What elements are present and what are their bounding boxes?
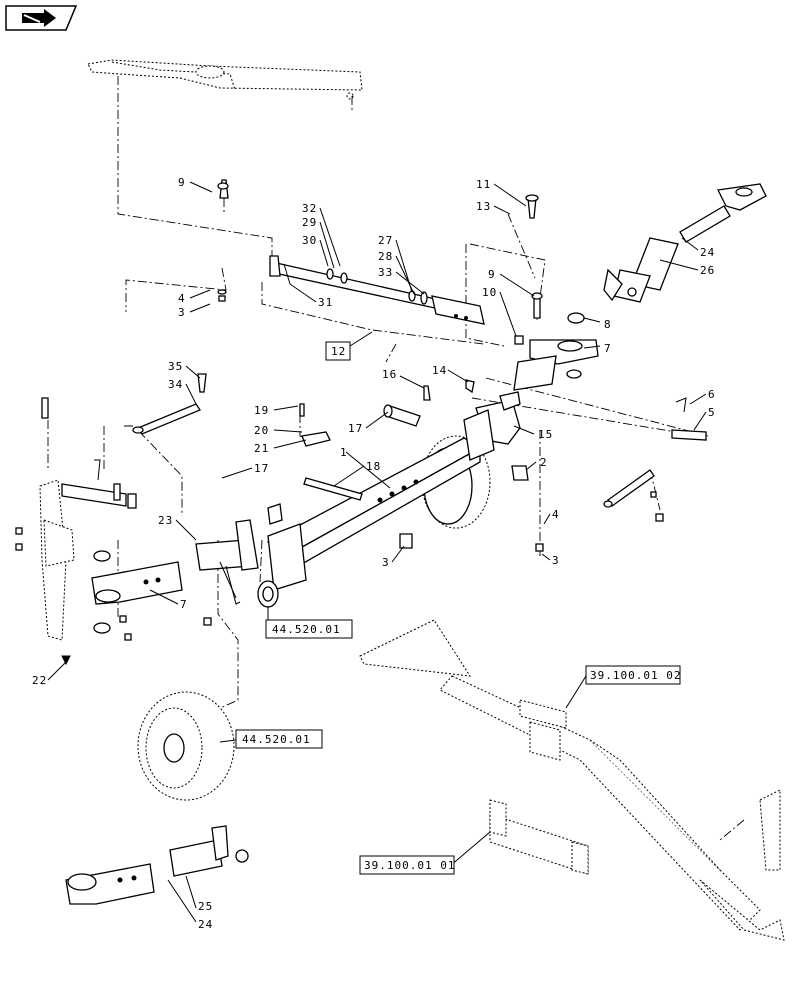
plate-21 [301, 431, 331, 447]
small-nuts-left [15, 527, 544, 666]
left-link-assembly [61, 459, 137, 509]
callout-33: 33 [378, 266, 393, 279]
callout-25: 25 [198, 900, 213, 913]
callout-4-right: 4 [552, 508, 560, 521]
bushing-3 [399, 533, 413, 549]
shaft-5 [671, 397, 707, 441]
clevis-hitch-24-26 [603, 183, 767, 303]
callout-12: 12 [331, 345, 346, 358]
clevis-hitch-7-left [91, 550, 183, 634]
pin-9-right [531, 292, 543, 319]
callout-7-left: 7 [180, 598, 188, 611]
callout-15: 15 [538, 428, 553, 441]
turnbuckle-34 [132, 403, 201, 435]
swivel-clevis-7 [513, 312, 599, 391]
clevis-hitch-24-bottom [65, 863, 155, 905]
callout-labels: 9 4 3 32 29 30 31 27 28 33 12 11 13 9 10… [32, 176, 716, 931]
callout-9-right: 9 [488, 268, 496, 281]
callout-3-right: 3 [552, 554, 560, 567]
ref-box-cylinder-top[interactable]: 39.100.01 02 [585, 665, 681, 685]
turnbuckle-right [603, 469, 664, 522]
assembly-lines [47, 76, 709, 711]
callout-3-center: 3 [382, 556, 390, 569]
jack-stand-23 [195, 503, 283, 605]
cylinder-39-100-01-01 [489, 799, 589, 875]
callout-10: 10 [482, 286, 497, 299]
bolt-18 [303, 477, 363, 501]
callout-4-left: 4 [178, 292, 186, 305]
callout-12-box: 12 [325, 341, 351, 361]
axle-pin-17 [383, 404, 421, 427]
callout-23: 23 [158, 514, 173, 527]
ref-cylinder-bottom-label: 39.100.01 01 [364, 859, 455, 872]
callout-32: 32 [302, 202, 317, 215]
pin-9-top [217, 179, 229, 199]
callout-29: 29 [302, 216, 317, 229]
ref-box-wheel[interactable]: 44.520.01 [235, 729, 323, 749]
callout-5: 5 [708, 406, 716, 419]
callout-9-top: 9 [178, 176, 186, 189]
callout-leaders [47, 181, 707, 923]
callout-24-bottom: 24 [198, 918, 213, 931]
pin-11 [525, 194, 539, 219]
callout-17-left: 17 [254, 462, 269, 475]
callout-17-center: 17 [348, 422, 363, 435]
wheel-hub [257, 580, 279, 608]
callout-18: 18 [366, 460, 381, 473]
left-arm-22 [39, 479, 75, 641]
bolt-19 [299, 403, 305, 417]
arrow-icon [22, 9, 56, 27]
ref-box-cylinder-bottom[interactable]: 39.100.01 01 [359, 855, 455, 875]
pin-16 [423, 385, 431, 401]
phantom-hitch-frame [87, 59, 363, 100]
bolt-35 [197, 373, 207, 393]
telescopic-shaft [269, 255, 485, 325]
callout-26: 26 [700, 264, 715, 277]
wheel-tire [137, 691, 235, 801]
callout-22: 22 [32, 674, 47, 687]
callout-3-left: 3 [178, 306, 186, 319]
callout-6: 6 [708, 388, 716, 401]
callout-1: 1 [340, 446, 348, 459]
hitch-25-bottom [169, 825, 249, 877]
callout-34: 34 [168, 378, 183, 391]
callout-27: 27 [378, 234, 393, 247]
callout-2: 2 [540, 456, 548, 469]
ref-hub-label: 44.520.01 [272, 623, 341, 636]
callout-7-right: 7 [604, 342, 612, 355]
callout-14: 14 [432, 364, 447, 377]
bushing-2 [511, 465, 529, 481]
ref-cylinder-top-label: 39.100.01 02 [590, 669, 681, 682]
washer-nut-left [217, 289, 227, 302]
callout-31: 31 [318, 296, 333, 309]
nav-button[interactable] [5, 5, 78, 31]
callout-8: 8 [604, 318, 612, 331]
nut-10 [514, 335, 524, 345]
main-frame-1 [266, 409, 495, 591]
callout-21: 21 [254, 442, 269, 455]
ref-box-hub[interactable]: 44.520.01 [265, 619, 353, 639]
callout-28: 28 [378, 250, 393, 263]
callout-11: 11 [476, 178, 491, 191]
callout-20: 20 [254, 424, 269, 437]
ref-wheel-label: 44.520.01 [242, 733, 311, 746]
callout-13: 13 [476, 200, 491, 213]
callout-30: 30 [302, 234, 317, 247]
phantom-drawbar [359, 619, 785, 941]
clip-14 [465, 379, 475, 394]
callout-24-top: 24 [700, 246, 715, 259]
callout-35: 35 [168, 360, 183, 373]
callout-16: 16 [382, 368, 397, 381]
callout-19: 19 [254, 404, 269, 417]
bolt-left [41, 397, 49, 419]
